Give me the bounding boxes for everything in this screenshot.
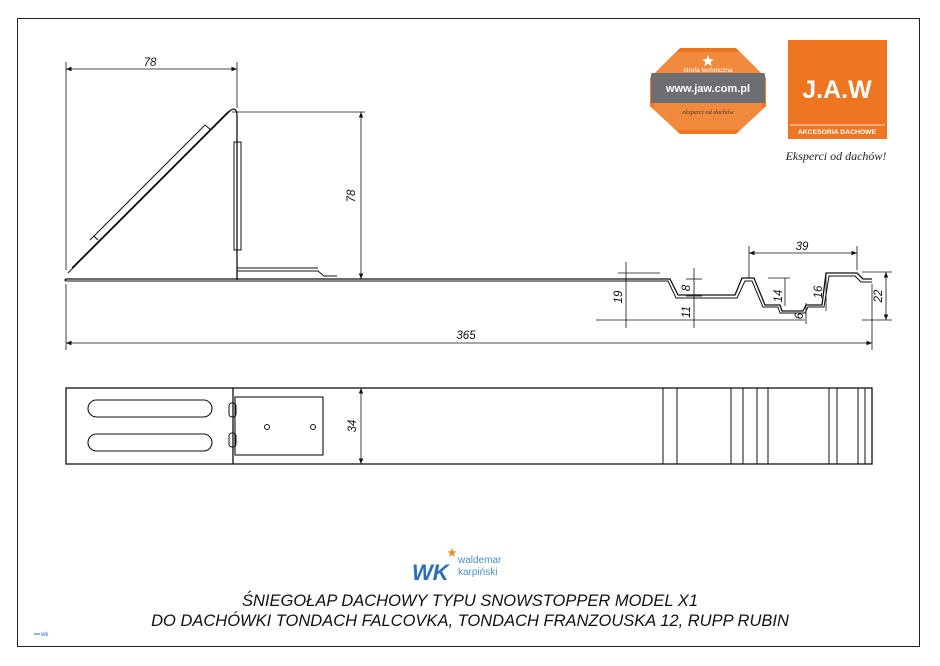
strefa-techniczna-badge: strefa techniczna www.jaw.com.pl eksperc… <box>650 48 766 134</box>
dim-profile-width: 39 <box>796 241 809 253</box>
dim-overall-length: 365 <box>456 330 476 342</box>
star-icon <box>702 55 714 67</box>
drawing-border <box>17 18 920 647</box>
jaw-title: J.A.W <box>802 76 872 104</box>
jaw-tagline: Eksperci od dachów! <box>785 149 887 163</box>
dim-22: 22 <box>873 289 885 303</box>
top-view-dimensions: 34 <box>323 387 368 465</box>
badge-url: www.jaw.com.pl <box>665 83 750 95</box>
side-view-dimensions: 78 78 365 19 8 11 39 14 6 <box>65 57 892 350</box>
side-view <box>64 108 872 314</box>
title-line-2: DO DACHÓWKI TONDACH FALCOVKA, TONDACH FR… <box>151 611 789 630</box>
dim-11: 11 <box>681 306 693 318</box>
dim-6: 6 <box>794 312 806 319</box>
top-view <box>65 387 873 465</box>
dim-14: 14 <box>773 290 785 303</box>
star-icon <box>447 548 457 557</box>
wk-mark: WK <box>412 560 451 585</box>
title-line-1: ŚNIEGOŁAP DACHOWY TYPU SNOWSTOPPER MODEL… <box>242 591 698 610</box>
corner-mark-text: wk <box>40 632 49 638</box>
wk-logo: WK waldemar karpiński <box>412 548 502 585</box>
dim-bracket-height: 78 <box>346 189 358 202</box>
wk-first-name: waldemar <box>457 555 502 566</box>
dim-profile-total-height: 19 <box>613 290 625 303</box>
badge-top-text: strefa techniczna <box>683 67 733 74</box>
wk-last-name: karpiński <box>458 567 497 578</box>
jaw-subtitle: AKCESORIA DACHOWE <box>798 129 877 136</box>
dim-bracket-width: 78 <box>144 57 157 69</box>
dim-16: 16 <box>813 285 825 298</box>
dim-8: 8 <box>681 284 693 291</box>
badge-bottom-text: eksperci od dachów <box>682 109 734 116</box>
corner-mark: wk <box>34 632 49 638</box>
dim-strip-width: 34 <box>347 420 359 433</box>
jaw-logo: J.A.W AKCESORIA DACHOWE Eksperci od dach… <box>785 40 887 163</box>
